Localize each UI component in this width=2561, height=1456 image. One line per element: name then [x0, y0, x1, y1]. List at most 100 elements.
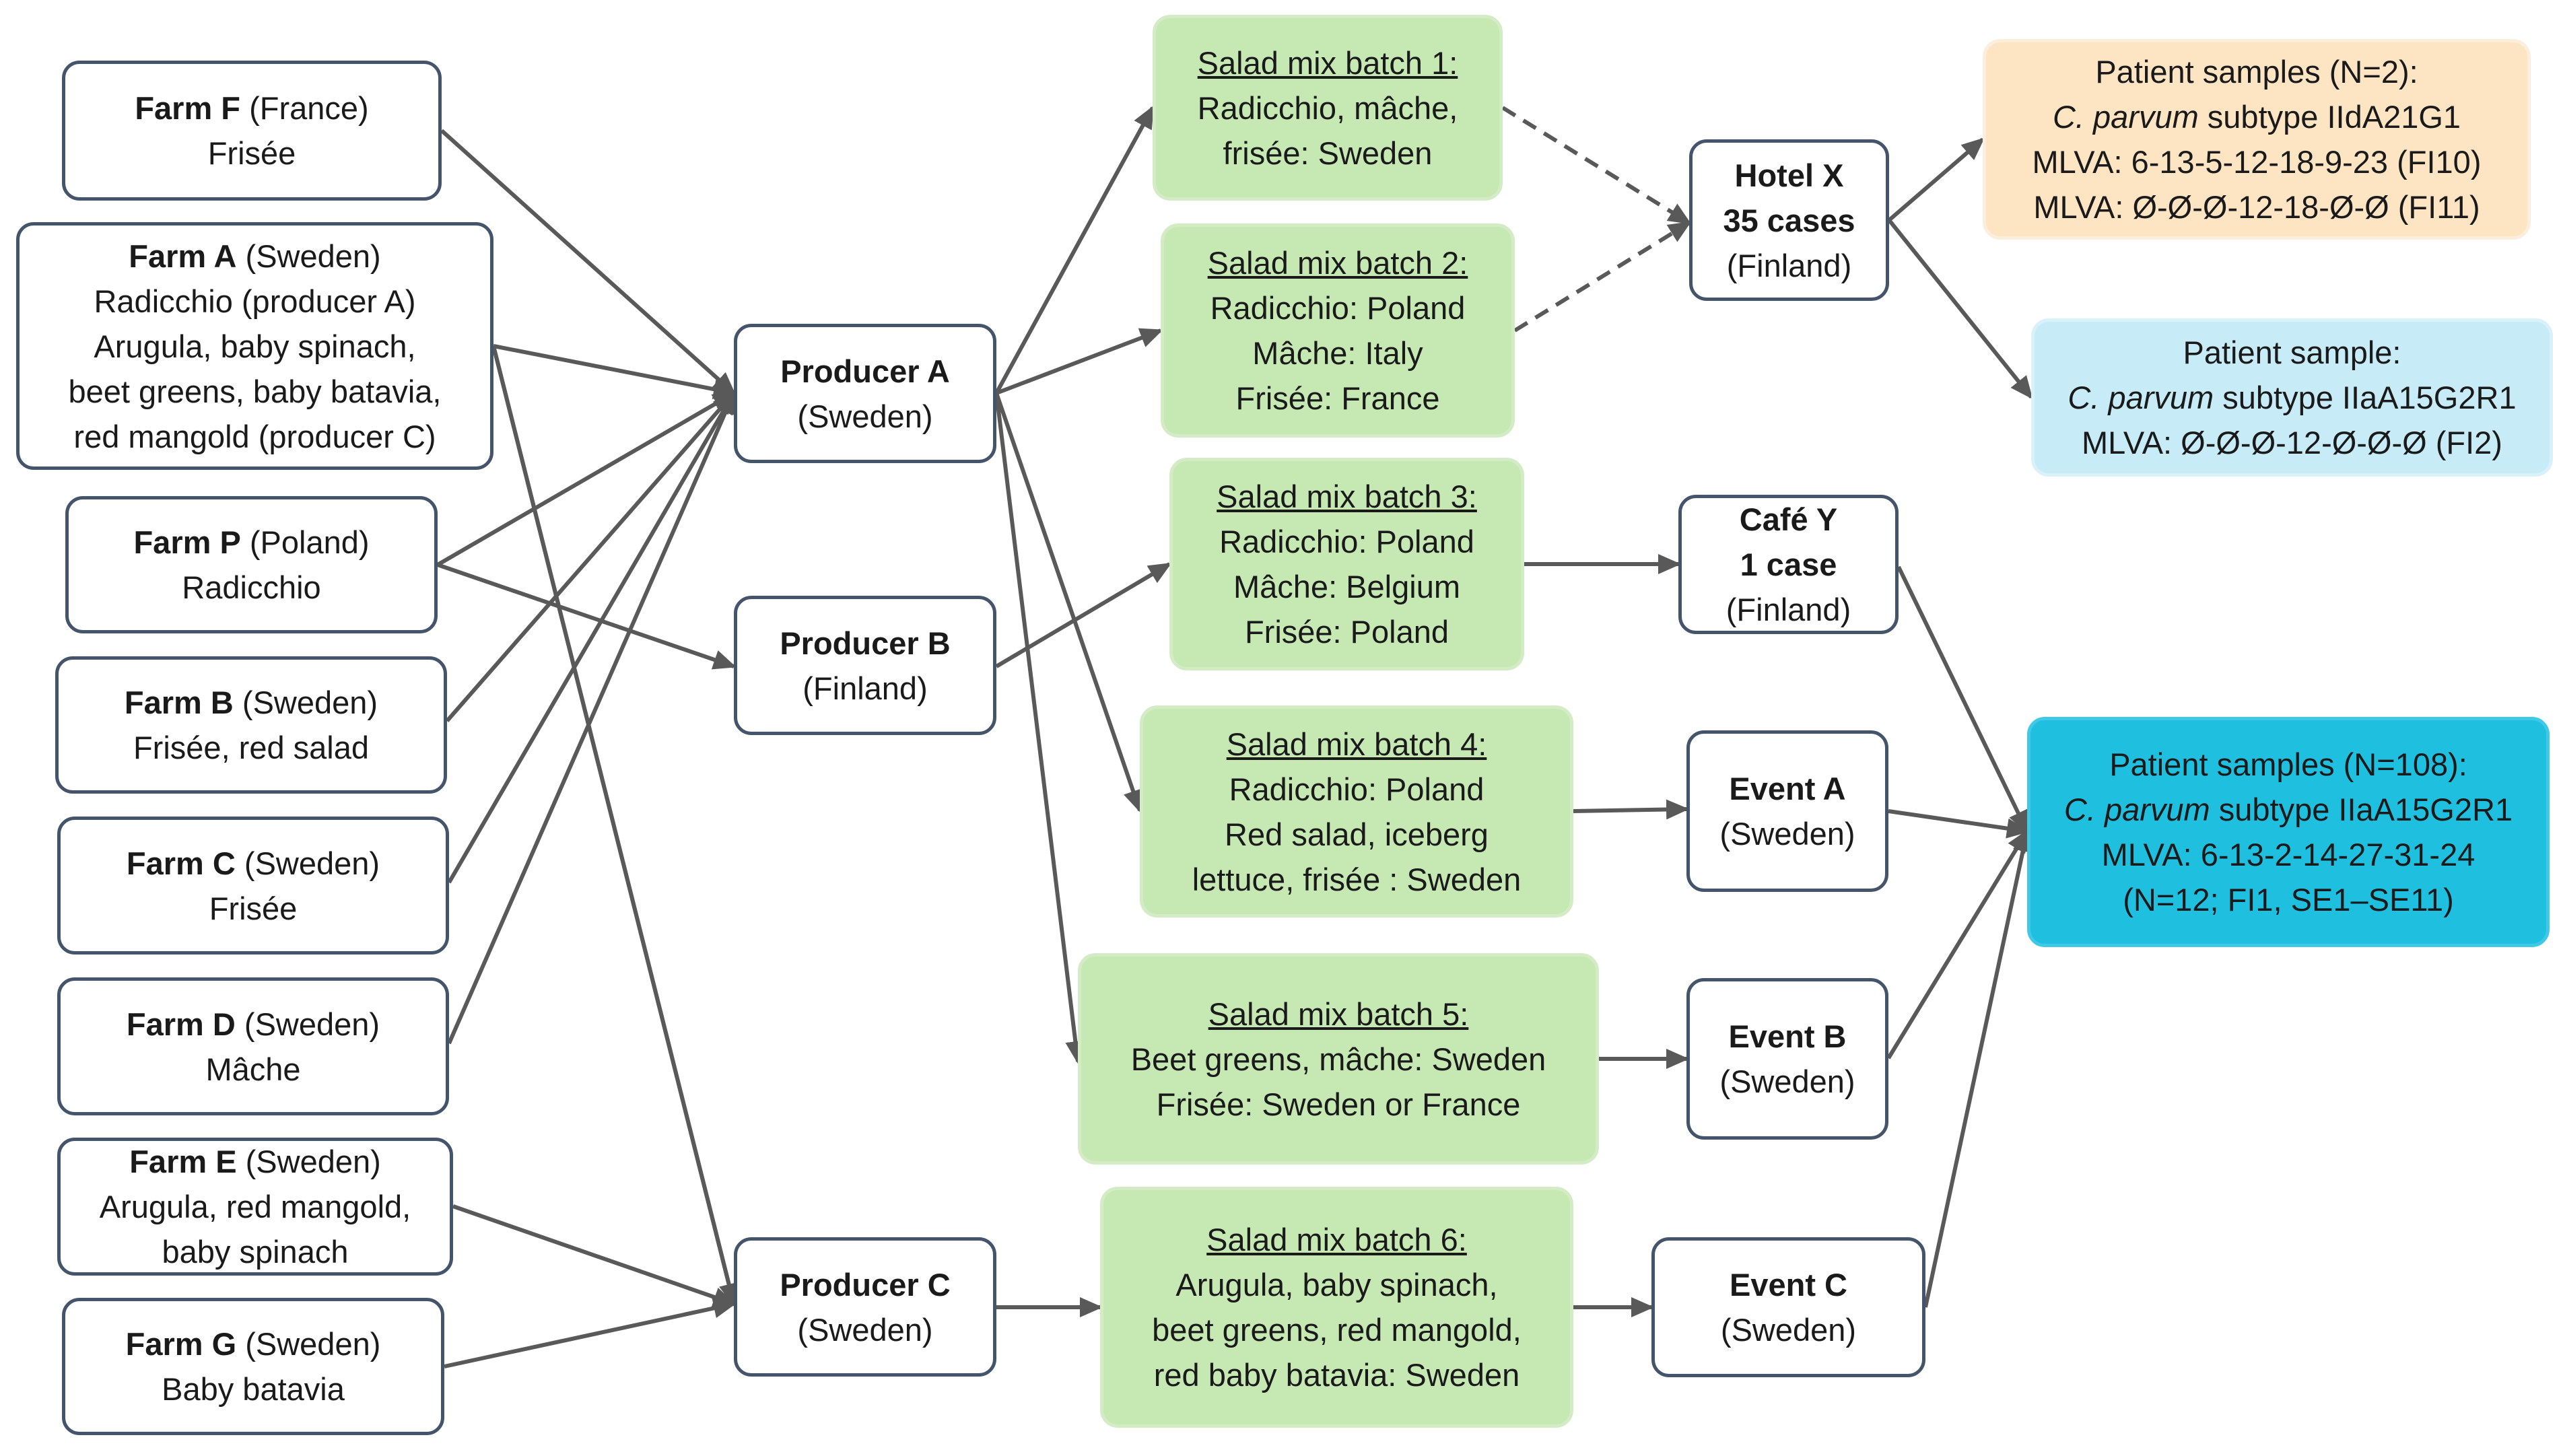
edge-producer-a-batch-4	[994, 392, 1143, 813]
farm-c-country: (Sweden)	[244, 845, 380, 881]
farm-p-country: (Poland)	[249, 524, 370, 560]
farm-g-name: Farm G	[125, 1326, 237, 1362]
farm-d-node: Farm D (Sweden) Mâche	[57, 977, 449, 1115]
patient-samples-2-mlva: MLVA: Ø-Ø-Ø-12-Ø-Ø-Ø (FI2)	[2082, 425, 2502, 460]
farm-a-node: Farm A (Sweden) Radicchio (producer A) A…	[16, 222, 493, 470]
farm-e-name: Farm E	[129, 1144, 237, 1179]
salad-batch-6-node: Salad mix batch 6: Arugula, baby spinach…	[1100, 1187, 1573, 1428]
producer-c-name: Producer C	[780, 1266, 951, 1303]
farm-b-country: (Sweden)	[242, 685, 378, 720]
farm-e-node: Farm E (Sweden) Arugula, red mangold, ba…	[57, 1138, 453, 1276]
salad-batch-6-line: red baby batavia: Sweden	[1153, 1357, 1520, 1393]
farm-b-produce-1: Frisée	[133, 730, 221, 765]
farm-f-country: (France)	[249, 90, 369, 126]
patient-samples-3-subtype: subtype IIaA15G2R1	[2210, 792, 2513, 827]
patient-samples-2-species: C. parvum	[2068, 380, 2214, 415]
edge-farm-g-producer-c	[444, 1298, 737, 1368]
salad-batch-6-title: Salad mix batch 6:	[1206, 1222, 1467, 1257]
edge-batch-2-hotel-x	[1513, 221, 1692, 333]
patient-samples-3-node: Patient samples (N=108): C. parvum subty…	[2027, 717, 2550, 947]
cafe-y-country: (Finland)	[1726, 592, 1851, 627]
patient-samples-1-mlva-2: MLVA: Ø-Ø-Ø-12-18-Ø-Ø (FI11)	[2033, 189, 2480, 225]
producer-a-name: Producer A	[780, 353, 950, 389]
edge-event-a-patients-3	[1888, 809, 2030, 839]
salad-batch-5-line: Frisée: Sweden or France	[1156, 1086, 1521, 1122]
farm-a-produce-line: Arugula, baby spinach,	[94, 328, 416, 364]
event-b-node: Event B (Sweden)	[1686, 978, 1888, 1140]
producer-a-country: (Sweden)	[797, 398, 933, 434]
salad-batch-1-line: frisée: Sweden	[1223, 135, 1433, 171]
farm-b-name: Farm B	[124, 685, 234, 720]
salad-batch-6-line: Arugula, baby spinach,	[1175, 1267, 1498, 1303]
farm-a-produce-line: beet greens, baby batavia,	[68, 373, 442, 409]
farm-g-node: Farm G (Sweden) Baby batavia	[62, 1298, 444, 1435]
farm-a-produce-line: red mangold (producer C)	[73, 418, 436, 454]
event-b-country: (Sweden)	[1719, 1064, 1855, 1099]
edge-event-b-patients-3	[1886, 829, 2029, 1060]
hotel-x-country: (Finland)	[1726, 247, 1852, 283]
salad-batch-2-node: Salad mix batch 2: Radicchio: Poland Mâc…	[1161, 223, 1515, 438]
salad-batch-4-title: Salad mix batch 4:	[1226, 726, 1487, 762]
edge-farm-c-producer-a	[447, 390, 736, 884]
edge-farm-e-producer-c	[452, 1204, 737, 1307]
edge-farm-p-producer-a	[436, 391, 737, 567]
farm-g-country: (Sweden)	[245, 1326, 381, 1362]
edge-hotel-x-patients-2	[1887, 219, 2033, 400]
farm-b-node: Farm B (Sweden) Frisée, red salad	[55, 656, 447, 794]
edge-farm-p-producer-b	[437, 563, 737, 670]
salad-batch-6-line: beet greens, red mangold,	[1152, 1312, 1522, 1348]
event-c-name: Event C	[1730, 1267, 1847, 1303]
farm-d-name: Farm D	[126, 1006, 236, 1042]
producer-c-node: Producer C (Sweden)	[734, 1237, 996, 1377]
salad-batch-1-node: Salad mix batch 1: Radicchio, mâche, fri…	[1153, 15, 1503, 201]
event-a-node: Event A (Sweden)	[1686, 730, 1888, 892]
salad-batch-2-line: Mâche: Italy	[1252, 335, 1423, 371]
farm-c-produce: Frisée	[209, 890, 298, 926]
farm-d-produce: Mâche	[205, 1051, 301, 1087]
edge-cafe-y-patients-3	[1897, 565, 2029, 834]
edge-farm-f-producer-c	[491, 345, 739, 1307]
patient-samples-1-species: C. parvum	[2052, 99, 2199, 135]
salad-batch-3-line: Mâche: Belgium	[1233, 569, 1460, 604]
salad-batch-1-title: Salad mix batch 1:	[1197, 44, 1458, 81]
event-a-name: Event A	[1729, 771, 1846, 806]
farm-p-node: Farm P (Poland) Radicchio	[65, 496, 438, 633]
salad-batch-3-node: Salad mix batch 3: Radicchio: Poland Mâc…	[1169, 458, 1524, 670]
patient-samples-1-title: Patient samples (N=2):	[2095, 54, 2418, 90]
farm-e-country: (Sweden)	[245, 1144, 381, 1179]
salad-batch-3-line: Frisée: Poland	[1244, 614, 1449, 650]
edge-batch-4-event-a	[1573, 799, 1689, 820]
patient-samples-3-species: C. parvum	[2063, 792, 2210, 827]
farm-f-produce: Frisée	[207, 135, 296, 171]
salad-batch-2-title: Salad mix batch 2:	[1207, 245, 1468, 281]
edge-farm-a-producer-a	[493, 344, 737, 399]
farm-a-country: (Sweden)	[245, 238, 381, 274]
hotel-x-cases: 35 cases	[1723, 202, 1855, 238]
edge-event-c-patients-3	[1923, 829, 2033, 1308]
salad-batch-4-node: Salad mix batch 4: Radicchio: Poland Red…	[1140, 705, 1573, 917]
patient-samples-2-title: Patient sample:	[2183, 335, 2401, 370]
producer-b-name: Producer B	[780, 625, 951, 661]
patient-samples-1-mlva-1: MLVA: 6-13-5-12-18-9-23 (FI10)	[2032, 144, 2482, 180]
patient-samples-2-node: Patient sample: C. parvum subtype IIaA15…	[2031, 318, 2553, 477]
salad-batch-5-title: Salad mix batch 5:	[1208, 996, 1469, 1032]
event-c-node: Event C (Sweden)	[1651, 1237, 1925, 1377]
hotel-x-name: Hotel X	[1734, 157, 1844, 193]
edge-batch-1-hotel-x	[1501, 106, 1692, 225]
salad-batch-2-line: Frisée: France	[1235, 380, 1440, 416]
farm-a-name: Farm A	[129, 238, 237, 274]
farm-c-node: Farm C (Sweden) Frisée	[57, 817, 449, 955]
event-a-country: (Sweden)	[1719, 816, 1855, 852]
patient-samples-1-node: Patient samples (N=2): C. parvum subtype…	[1983, 39, 2531, 240]
salad-batch-4-line: lettuce, frisée : Sweden	[1192, 861, 1522, 897]
event-c-country: (Sweden)	[1720, 1312, 1857, 1348]
salad-batch-5-line: Beet greens, mâche: Sweden	[1130, 1041, 1546, 1077]
patient-samples-1-subtype: subtype IIdA21G1	[2198, 99, 2461, 135]
farm-g-produce: Baby batavia	[162, 1371, 345, 1407]
farm-p-name: Farm P	[133, 524, 241, 560]
producer-c-country: (Sweden)	[797, 1311, 933, 1348]
farm-c-name: Farm C	[126, 845, 236, 881]
edge-farm-d-producer-a	[447, 390, 736, 1045]
edge-producer-a-batch-1	[994, 105, 1155, 394]
